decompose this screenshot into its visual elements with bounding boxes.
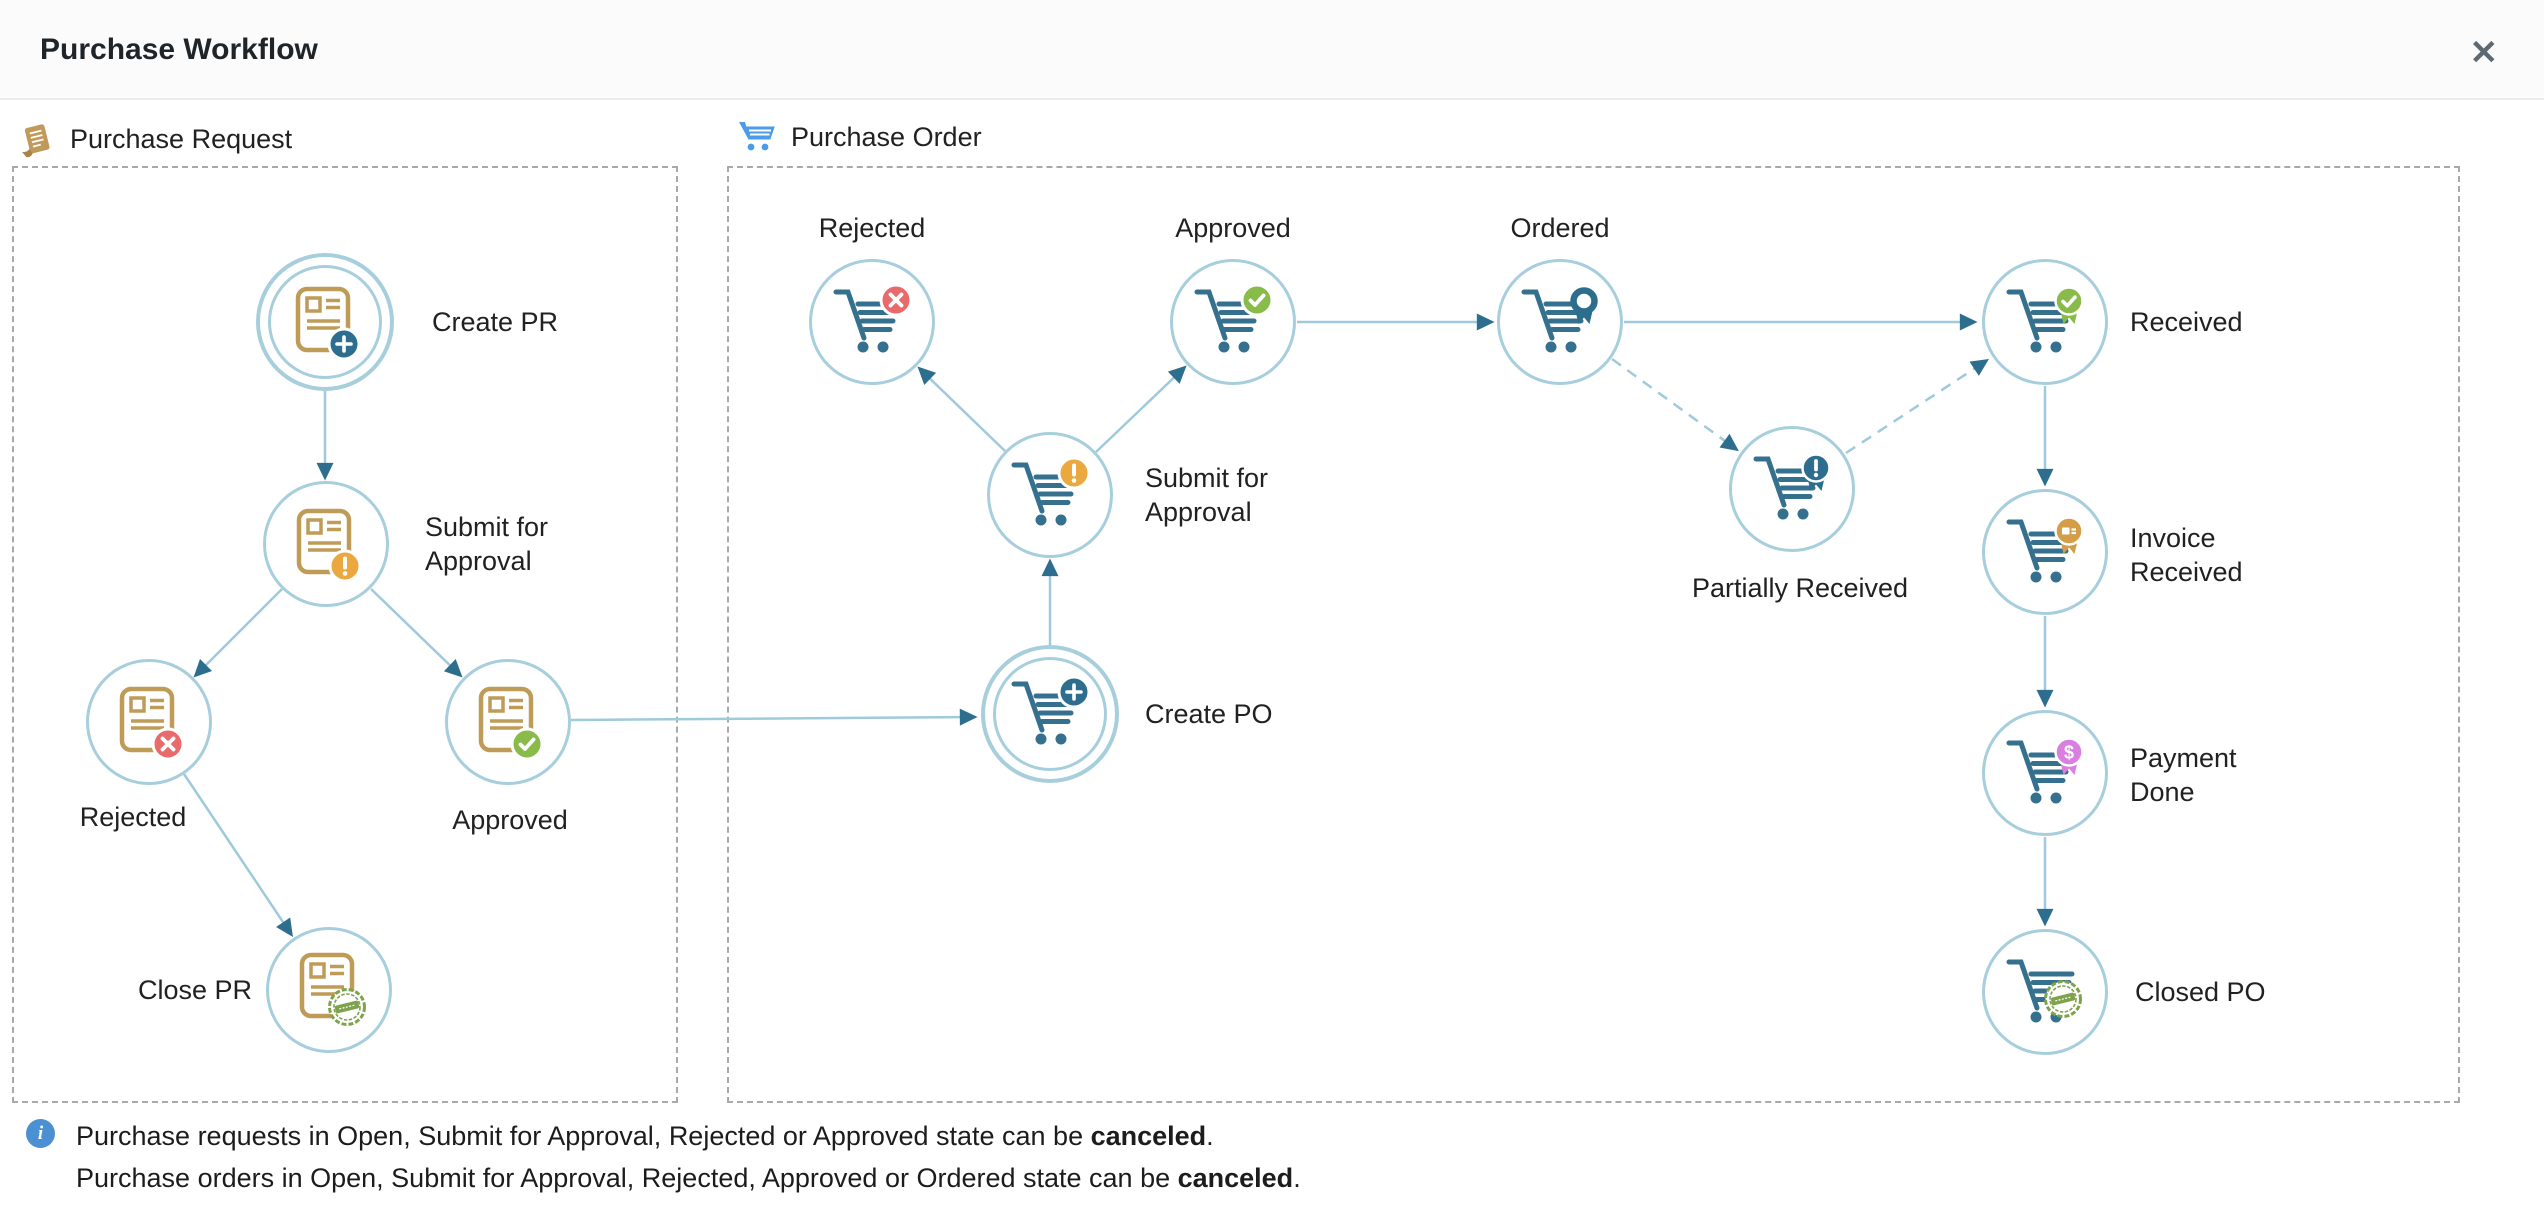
cart-ribbon-dollar-icon bbox=[2001, 737, 2084, 812]
cart-icon bbox=[739, 122, 775, 151]
info-icon: i bbox=[26, 1119, 55, 1148]
label-partially-received: Partially Received bbox=[1691, 573, 1909, 603]
node-ordered bbox=[1497, 259, 1623, 385]
node-rejected-po bbox=[809, 259, 935, 385]
cart-cross-icon bbox=[828, 283, 913, 361]
label-close-pr: Close PR bbox=[137, 975, 252, 1005]
document-exclamation-icon bbox=[282, 505, 362, 583]
node-close-pr bbox=[266, 927, 392, 1053]
node-rejected-pr bbox=[86, 659, 212, 785]
cart-ribbon-icon bbox=[1516, 283, 1604, 361]
node-closed-po bbox=[1982, 929, 2108, 1055]
purchase-request-section-header: Purchase Request bbox=[18, 120, 292, 158]
footer-note-purchase-requests: Purchase requests in Open, Submit for Ap… bbox=[76, 1121, 1214, 1151]
label-received: Received bbox=[2130, 307, 2243, 337]
label-approved-pr: Approved bbox=[452, 805, 568, 835]
cart-approved-stamp-icon bbox=[2001, 953, 2082, 1031]
node-payment-done bbox=[1982, 710, 2108, 836]
cart-check-icon bbox=[1189, 283, 1274, 361]
node-create-pr bbox=[268, 265, 382, 379]
purchase-order-section-header: Purchase Order bbox=[737, 120, 982, 154]
receipt-icon bbox=[21, 124, 50, 158]
label-submit-for-approval-po: Submit for Approval bbox=[1145, 463, 1269, 527]
cart-ribbon-exclamation-icon bbox=[1748, 453, 1831, 528]
document-cross-icon bbox=[105, 683, 185, 761]
purchase-request-section-label: Purchase Request bbox=[70, 123, 293, 154]
node-approved-pr bbox=[445, 659, 571, 785]
label-create-pr: Create PR bbox=[432, 307, 559, 337]
purchase-order-section-label: Purchase Order bbox=[791, 121, 982, 152]
dialog-title: Purchase Workflow bbox=[40, 33, 318, 66]
cart-ribbon-check-icon bbox=[2001, 286, 2084, 361]
label-invoice-received: Invoice Received bbox=[2130, 523, 2243, 587]
cart-exclamation-icon bbox=[1006, 456, 1091, 534]
node-submit-for-approval-po bbox=[987, 432, 1113, 558]
document-check-icon bbox=[464, 683, 544, 761]
node-create-po bbox=[993, 657, 1107, 771]
purchase-order-box bbox=[727, 166, 2460, 1103]
cart-plus-icon bbox=[1006, 675, 1091, 753]
label-rejected-pr: Rejected bbox=[79, 802, 187, 832]
label-rejected-po: Rejected bbox=[818, 213, 926, 243]
close-button[interactable]: ✕ bbox=[2469, 34, 2499, 72]
node-invoice-received bbox=[1982, 489, 2108, 615]
label-create-po: Create PO bbox=[1145, 699, 1273, 729]
label-ordered: Ordered bbox=[1510, 213, 1610, 243]
node-submit-for-approval-pr bbox=[263, 481, 389, 607]
label-payment-done: Payment Done bbox=[2130, 743, 2237, 807]
label-submit-for-approval-pr: Submit for Approval bbox=[425, 512, 549, 576]
cart-ribbon-invoice-icon bbox=[2001, 516, 2084, 591]
dialog-header: Purchase Workflow ✕ bbox=[0, 0, 2544, 100]
node-approved-po bbox=[1170, 259, 1296, 385]
footer-note-purchase-orders: Purchase orders in Open, Submit for Appr… bbox=[76, 1163, 1301, 1193]
purchase-request-box bbox=[12, 166, 678, 1103]
document-approved-stamp-icon bbox=[285, 949, 366, 1026]
node-partially-received bbox=[1729, 426, 1855, 552]
label-closed-po: Closed PO bbox=[2135, 977, 2266, 1007]
document-plus-icon bbox=[281, 283, 361, 361]
node-received bbox=[1982, 259, 2108, 385]
label-approved-po: Approved bbox=[1175, 213, 1291, 243]
